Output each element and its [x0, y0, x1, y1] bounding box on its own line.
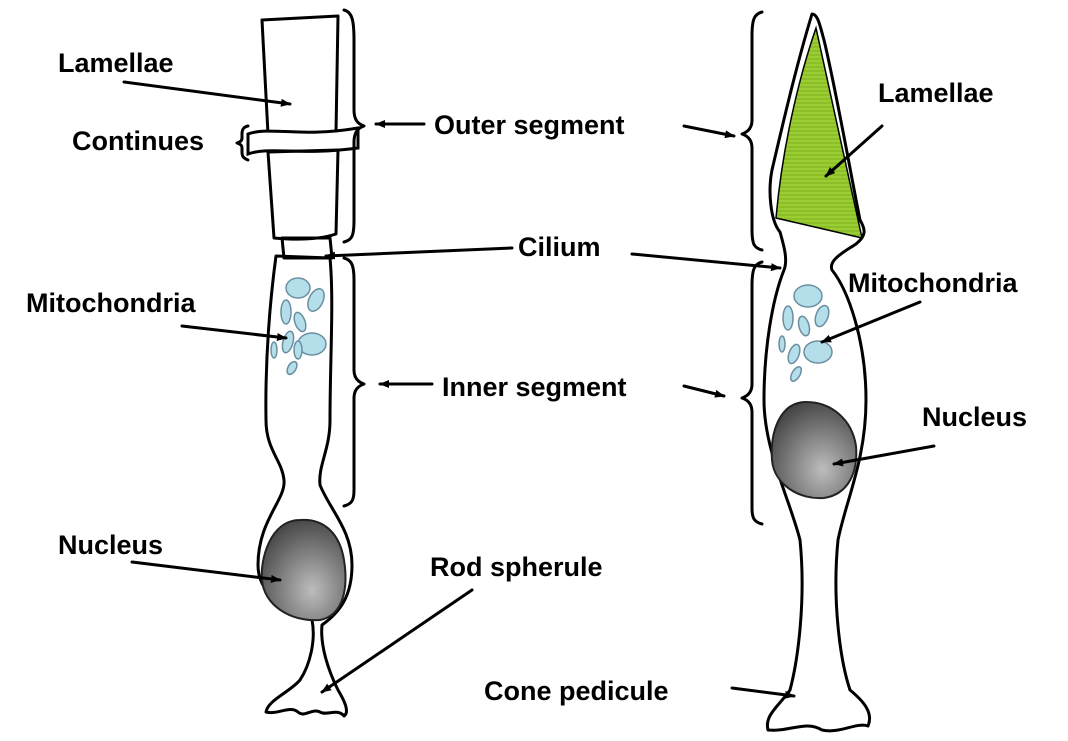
- rod-nucleus: [262, 520, 346, 620]
- label-rod-spherule: Rod spherule: [430, 552, 603, 582]
- cone-cell: [764, 14, 870, 731]
- cone-inner-brace: [742, 262, 762, 524]
- label-inner-segment: Inner segment: [442, 372, 627, 402]
- arrow-outer-right: [684, 126, 734, 136]
- braces: [237, 10, 762, 524]
- arrow-cilium-right: [632, 254, 780, 268]
- label-cilium: Cilium: [518, 232, 601, 262]
- rod-outer-segment-upper: [262, 16, 338, 134]
- label-nucleus-rod: Nucleus: [58, 530, 163, 560]
- rod-outer-brace: [344, 10, 364, 242]
- rod-outer-segment-lower: [268, 150, 338, 239]
- label-nucleus-cone: Nucleus: [922, 402, 1027, 432]
- label-outer-segment: Outer segment: [434, 110, 625, 140]
- rod-cell: [248, 16, 358, 716]
- cone-nucleus: [772, 402, 857, 498]
- label-mitochondria-rod: Mitochondria: [26, 288, 196, 318]
- label-cone-pedicule: Cone pedicule: [484, 676, 669, 706]
- arrow-cilium-left: [326, 248, 512, 256]
- label-lamellae-cone: Lamellae: [878, 78, 994, 108]
- arrow-cone-pedicule: [732, 688, 794, 696]
- cone-outer-brace: [742, 12, 762, 250]
- arrow-mito-rod: [182, 326, 286, 338]
- label-lamellae-rod: Lamellae: [58, 48, 174, 78]
- label-continues: Continues: [72, 126, 204, 156]
- rod-mitochondria: [271, 278, 327, 376]
- arrow-mito-cone: [822, 302, 920, 342]
- arrow-inner-right: [684, 386, 724, 396]
- continues-brace: [237, 126, 248, 160]
- label-mitochondria-cone: Mitochondria: [848, 268, 1018, 298]
- rod-inner-brace: [344, 258, 364, 506]
- labels: Lamellae Continues Outer segment Lamella…: [26, 48, 1027, 706]
- cone-lamellae: [776, 28, 862, 238]
- cone-mitochondria: [779, 285, 832, 383]
- arrow-rod-spherule: [322, 590, 472, 692]
